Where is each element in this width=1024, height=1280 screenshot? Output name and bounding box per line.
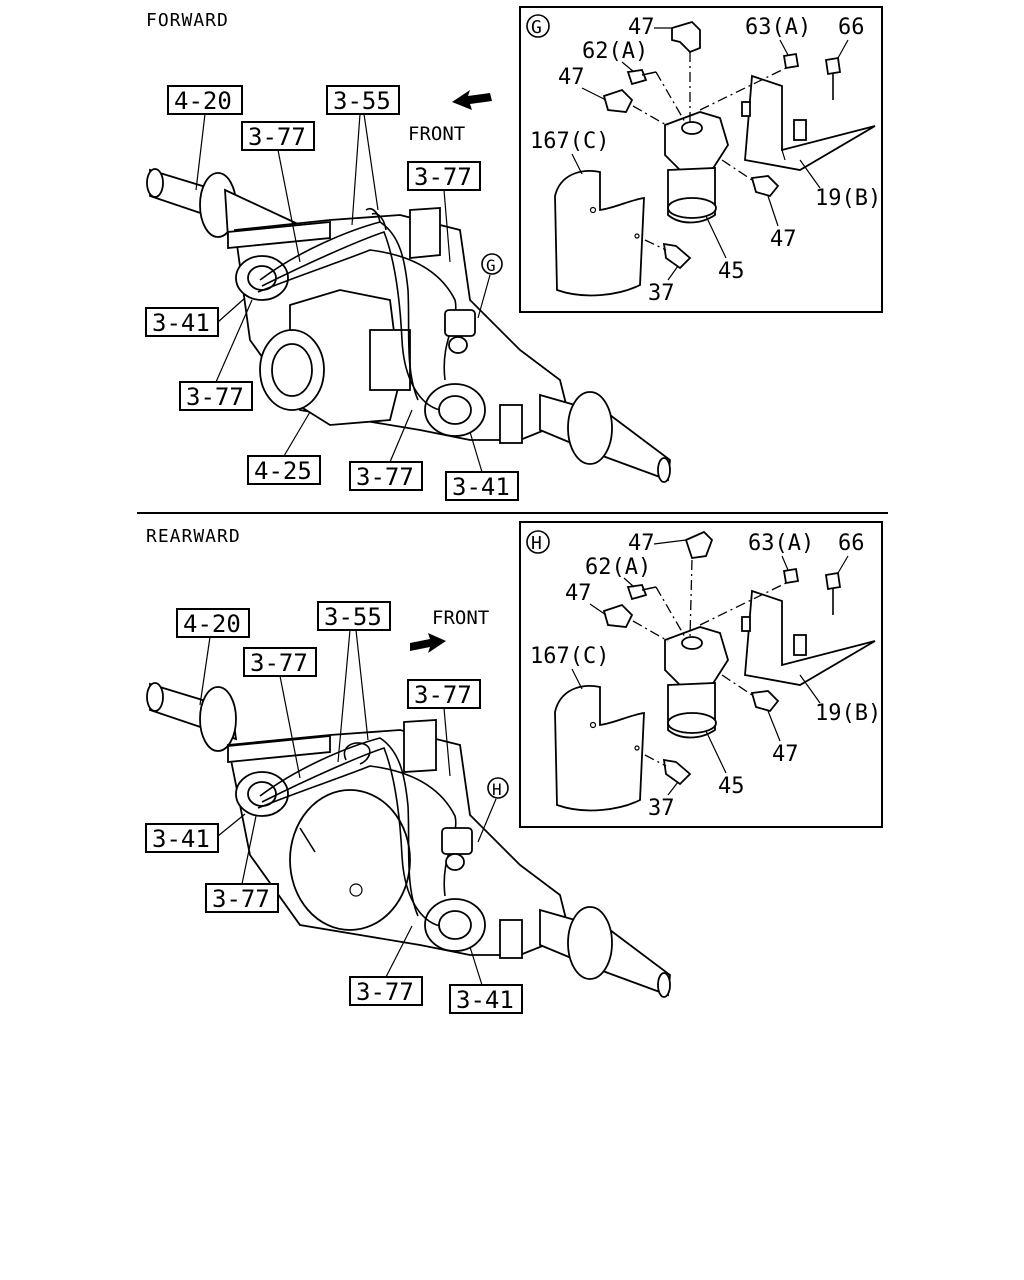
front-arrow-icon <box>452 90 492 110</box>
svg-text:66: 66 <box>838 531 865 556</box>
callout-3-41-left: 3-41 <box>145 813 246 853</box>
callout-3-77-lower-left: 3-77 <box>179 299 253 411</box>
svg-text:62(A): 62(A) <box>582 39 648 64</box>
svg-text:47: 47 <box>628 531 655 556</box>
rearward-section: REARWARD FRONT <box>145 521 883 1014</box>
detail-marker-circle <box>481 253 503 275</box>
svg-text:19(B): 19(B) <box>815 701 881 726</box>
callout-3-77-bottom: 3-77 <box>349 409 423 491</box>
svg-text:3-77: 3-77 <box>212 885 270 913</box>
svg-text:19(B): 19(B) <box>815 186 881 211</box>
callout-3-55: 3-55 <box>326 85 400 226</box>
front-label: FRONT <box>432 607 489 629</box>
svg-text:4-25: 4-25 <box>254 457 312 485</box>
callout-3-41-left: 3-41 <box>145 297 246 337</box>
svg-text:45: 45 <box>718 259 745 284</box>
callout-4-20: 4-20 <box>167 85 243 191</box>
svg-text:H: H <box>531 533 542 554</box>
callout-3-41-right: 3-41 <box>445 431 519 501</box>
section-heading: REARWARD <box>146 526 241 547</box>
callout-3-77-lower-left: 3-77 <box>205 815 279 913</box>
svg-text:47: 47 <box>770 227 797 252</box>
svg-text:47: 47 <box>558 65 585 90</box>
svg-text:45: 45 <box>718 774 745 799</box>
svg-text:47: 47 <box>772 742 799 767</box>
svg-text:3-41: 3-41 <box>152 825 210 853</box>
callout-3-55: 3-55 <box>317 601 391 763</box>
front-arrow-icon <box>410 633 446 653</box>
svg-text:47: 47 <box>628 15 655 40</box>
svg-text:47: 47 <box>565 581 592 606</box>
svg-text:3-77: 3-77 <box>414 163 472 191</box>
callout-4-25: 4-25 <box>247 411 321 485</box>
detail-marker-letter: H <box>492 780 502 799</box>
detail-marker-circle <box>487 777 509 799</box>
axle-assembly-drawing <box>146 168 671 483</box>
svg-text:3-77: 3-77 <box>186 383 244 411</box>
svg-text:63(A): 63(A) <box>748 531 814 556</box>
svg-text:62(A): 62(A) <box>585 555 651 580</box>
svg-text:3-77: 3-77 <box>356 463 414 491</box>
forward-section: FORWARD FRONT <box>145 6 883 501</box>
svg-text:3-77: 3-77 <box>356 978 414 1006</box>
svg-text:3-55: 3-55 <box>333 87 391 115</box>
detail-box-g: G <box>519 6 883 313</box>
svg-text:4-20: 4-20 <box>183 610 241 638</box>
svg-text:37: 37 <box>648 281 675 306</box>
callout-3-41-right: 3-41 <box>449 946 523 1014</box>
svg-text:167(C): 167(C) <box>530 644 609 669</box>
svg-text:63(A): 63(A) <box>745 15 811 40</box>
svg-text:3-41: 3-41 <box>152 309 210 337</box>
svg-text:167(C): 167(C) <box>530 129 609 154</box>
callout-3-77-upper-right: 3-77 <box>407 679 481 777</box>
section-heading: FORWARD <box>146 10 229 31</box>
svg-text:66: 66 <box>838 15 865 40</box>
detail-marker-letter: G <box>486 256 496 275</box>
svg-text:3-77: 3-77 <box>248 123 306 151</box>
svg-text:37: 37 <box>648 796 675 821</box>
svg-text:3-77: 3-77 <box>414 681 472 709</box>
axle-assembly-drawing <box>146 682 671 998</box>
front-label: FRONT <box>408 123 465 145</box>
callout-3-77-upper-left: 3-77 <box>241 121 315 263</box>
callout-3-77-upper-right: 3-77 <box>407 161 481 263</box>
svg-text:3-77: 3-77 <box>250 649 308 677</box>
callout-4-20: 4-20 <box>176 608 250 706</box>
svg-text:3-55: 3-55 <box>324 603 382 631</box>
detail-box-h: H 47 <box>519 521 883 828</box>
svg-text:4-20: 4-20 <box>174 87 232 115</box>
svg-text:3-41: 3-41 <box>456 986 514 1014</box>
callout-3-77-bottom: 3-77 <box>349 925 423 1006</box>
svg-text:3-41: 3-41 <box>452 473 510 501</box>
callout-3-77-upper-left: 3-77 <box>243 647 317 779</box>
svg-text:G: G <box>531 17 542 38</box>
